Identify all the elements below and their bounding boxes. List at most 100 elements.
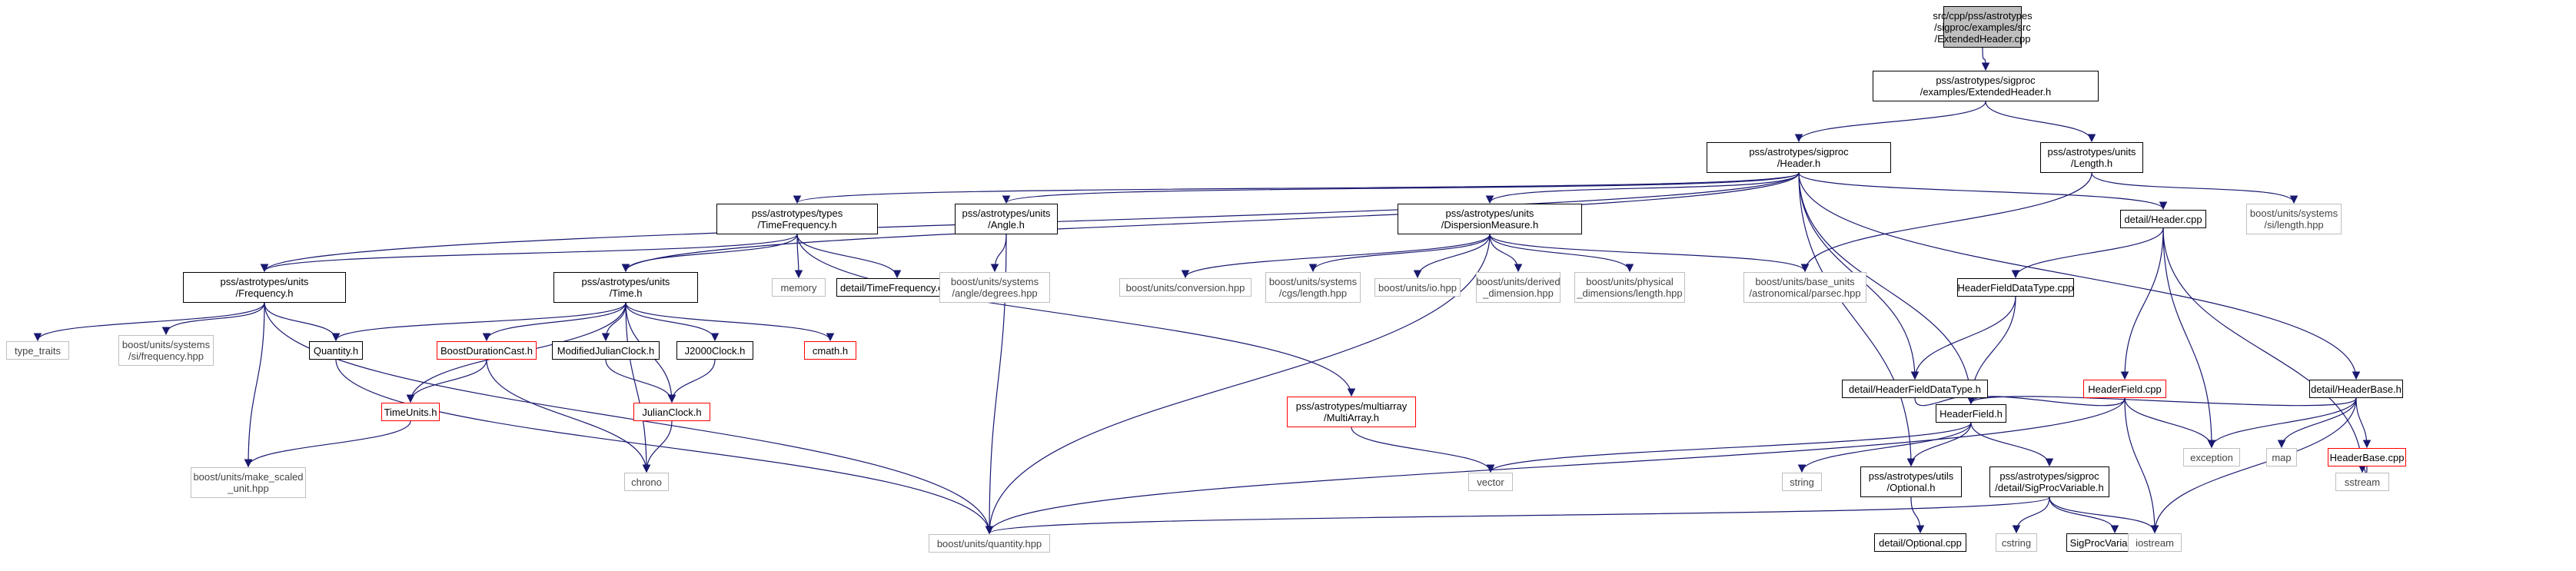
- edge-spv-to-quantity: [986, 496, 2050, 535]
- edge-spv-to-iostream: [2049, 496, 2159, 534]
- edge-hdrcpp-to-exception: [2162, 227, 2216, 449]
- node-conversion: boost/units/conversion.hpp: [1119, 278, 1251, 297]
- edge-freq-to-scaled: [244, 302, 265, 468]
- edge-timefreq-to-memory: [794, 234, 803, 279]
- node-derived: boost/units/derived _dimension.hpp: [1476, 272, 1561, 303]
- edge-dm-to-cgslength: [1308, 234, 1491, 273]
- edge-dm-to-parsec: [1489, 234, 1810, 273]
- edge-dm-to-physical: [1489, 234, 1634, 273]
- edge-timefreq-to-tfcpp: [796, 234, 902, 279]
- edge-hdrcpp-to-hftcpp: [2011, 227, 2164, 279]
- edge-timefreq-to-freq: [260, 234, 798, 273]
- edge-header-to-hdrcpp: [1798, 172, 2168, 211]
- edge-length-to-silength: [2091, 172, 2298, 204]
- node-header[interactable]: pss/astrotypes/sigproc /Header.h: [1707, 142, 1891, 173]
- node-quantity_h[interactable]: Quantity.h: [309, 341, 363, 360]
- node-cmath[interactable]: cmath.h: [804, 341, 856, 360]
- node-hftcpp[interactable]: HeaderFieldDataType.cpp: [1957, 278, 2074, 297]
- node-quantity: boost/units/quantity.hpp: [929, 534, 1050, 553]
- edge-header-to-time: [621, 172, 1800, 273]
- edge-hbcpp-to-sstream: [2358, 464, 2368, 475]
- node-j2000[interactable]: J2000Clock.h: [676, 341, 753, 360]
- edge-freq-to-quantity: [264, 302, 994, 535]
- node-timeunits[interactable]: TimeUnits.h: [381, 403, 440, 421]
- node-spv[interactable]: pss/astrotypes/sigproc /detail/SigProcVa…: [1989, 466, 2109, 497]
- node-root[interactable]: src/cpp/pss/astrotypes /sigproc/examples…: [1933, 6, 2033, 48]
- node-physical: boost/units/physical _dimensions/length.…: [1574, 272, 1685, 303]
- edge-header-to-headerfield: [1798, 172, 1976, 405]
- edge-timefreq-to-multiarray: [796, 234, 1356, 397]
- node-mjc[interactable]: ModifiedJulianClock.h: [552, 341, 660, 360]
- node-hbcpp[interactable]: HeaderBase.cpp: [2328, 448, 2406, 466]
- edge-optional-to-optcpp: [1910, 496, 1925, 534]
- node-exception: exception: [2183, 448, 2240, 466]
- edge-time-to-chrono: [625, 302, 651, 473]
- node-bdc[interactable]: BoostDurationCast.h: [437, 341, 537, 360]
- edge-length-to-parsec: [1800, 172, 2092, 273]
- edge-headerfield-to-optional: [1906, 422, 1972, 467]
- node-hfdt[interactable]: detail/HeaderFieldDataType.h: [1842, 380, 1988, 398]
- node-silength: boost/units/systems /si/length.hpp: [2246, 204, 2342, 234]
- node-memory: memory: [772, 278, 826, 297]
- edge-hdrcpp-to-hfcpp: [2120, 227, 2164, 380]
- edge-header-to-angle: [1002, 172, 1800, 204]
- node-hdrcpp[interactable]: detail/Header.cpp: [2120, 210, 2206, 228]
- edge-hfcpp-to-iostream: [2124, 397, 2159, 534]
- edge-hdrcpp-to-sstream: [2162, 227, 2367, 473]
- node-angle[interactable]: pss/astrotypes/units /Angle.h: [955, 204, 1058, 234]
- node-headerfield[interactable]: HeaderField.h: [1936, 404, 2006, 423]
- node-julian[interactable]: JulianClock.h: [633, 403, 710, 421]
- node-tfcpp[interactable]: detail/TimeFrequency.cpp: [836, 278, 958, 297]
- node-time[interactable]: pss/astrotypes/units /Time.h: [553, 272, 698, 303]
- node-hfcpp[interactable]: HeaderField.cpp: [2083, 380, 2166, 398]
- edge-multiarray-to-vector: [1351, 427, 1495, 473]
- node-timefreq[interactable]: pss/astrotypes/types /TimeFrequency.h: [716, 204, 878, 234]
- edge-dm-to-conversion: [1181, 234, 1491, 279]
- node-vector: vector: [1468, 473, 1513, 491]
- edge-hdrbase-to-map: [2277, 397, 2357, 449]
- node-freq[interactable]: pss/astrotypes/units /Frequency.h: [183, 272, 346, 303]
- node-optional[interactable]: pss/astrotypes/utils /Optional.h: [1860, 466, 1962, 497]
- node-io: boost/units/io.hpp: [1374, 278, 1461, 297]
- edge-header-to-optional: [1798, 172, 1916, 467]
- edge-hdrbase-to-iostream: [2150, 397, 2357, 534]
- node-string: string: [1782, 473, 1822, 491]
- edge-timeunits-to-scaled: [244, 420, 411, 468]
- node-cstring: cstring: [1996, 533, 2037, 552]
- edge-headerfield-to-spv: [1970, 422, 2054, 467]
- edge-spv-to-spvcpp: [2049, 496, 2119, 534]
- node-exthdr[interactable]: pss/astrotypes/sigproc /examples/Extende…: [1873, 71, 2099, 101]
- edge-dm-to-io: [1413, 234, 1491, 279]
- node-optcpp[interactable]: detail/Optional.cpp: [1874, 533, 1966, 552]
- node-scaled: boost/units/make_scaled _unit.hpp: [191, 467, 306, 498]
- edge-time-to-cmath: [625, 302, 835, 342]
- edge-timefreq-to-time: [621, 234, 798, 273]
- node-length[interactable]: pss/astrotypes/units /Length.h: [2040, 142, 2143, 173]
- edge-bdc-to-chrono: [486, 359, 651, 473]
- node-multiarray[interactable]: pss/astrotypes/multiarray /MultiArray.h: [1287, 397, 1416, 427]
- edge-hdrbase-to-headerfield: [1966, 396, 2357, 407]
- edge-quantity_h-to-quantity: [335, 359, 994, 535]
- node-dm[interactable]: pss/astrotypes/units /DispersionMeasure.…: [1398, 204, 1582, 234]
- edge-headerfield-to-vector: [1486, 422, 1972, 473]
- edge-header-to-hdrbase: [1798, 172, 2361, 380]
- edge-bdc-to-timeunits: [406, 359, 487, 403]
- edge-root-to-exthdr: [1981, 47, 1990, 71]
- node-hdrbase[interactable]: detail/HeaderBase.h: [2309, 380, 2403, 398]
- node-sstream: sstream: [2335, 473, 2389, 491]
- edge-header-to-dm: [1485, 172, 1800, 204]
- node-map: map: [2266, 448, 2297, 466]
- edge-hftcpp-to-hfdt: [1910, 296, 2016, 380]
- edge-spv-to-cstring: [2012, 496, 2050, 534]
- edge-freq-to-sifreq: [161, 302, 265, 336]
- node-chrono: chrono: [624, 473, 669, 491]
- node-parsec: boost/units/base_units /astronomical/par…: [1743, 272, 1866, 303]
- edge-dm-to-quantity: [985, 234, 1491, 535]
- edge-headerfield-to-string: [1797, 422, 1972, 473]
- edge-layer: [33, 47, 2372, 535]
- edge-header-to-timefreq: [793, 172, 1800, 204]
- node-sifreq: boost/units/systems /si/frequency.hpp: [118, 335, 214, 366]
- edge-exthdr-to-header: [1794, 101, 1986, 143]
